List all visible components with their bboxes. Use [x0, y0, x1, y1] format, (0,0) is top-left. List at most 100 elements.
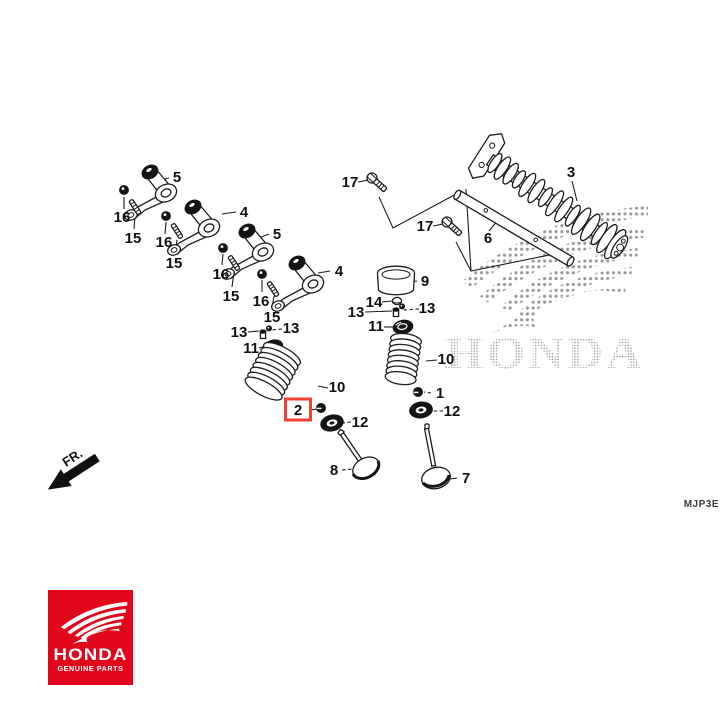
cam-end-cap [610, 235, 629, 259]
pivot-nut-part [257, 269, 267, 279]
callout-10: 10 [329, 379, 346, 396]
leader-line [432, 223, 444, 227]
watermark-wing-icon [461, 206, 648, 337]
callout-10: 10 [438, 351, 455, 368]
callout-12: 12 [444, 403, 461, 420]
callout-15: 15 [264, 309, 281, 326]
flange-bolt-part [364, 170, 390, 195]
callout-13: 13 [419, 300, 436, 317]
callout-14: 14 [366, 294, 383, 311]
callout-12: 12 [352, 414, 369, 431]
callout-8: 8 [330, 462, 338, 479]
logo-brand-text: HONDA [54, 645, 128, 664]
leader-line [317, 385, 329, 389]
highlighted-part-box[interactable] [284, 397, 312, 422]
rocker-shaft-part [453, 189, 575, 267]
intake-valve-part [421, 423, 451, 490]
callout-13: 13 [283, 320, 300, 337]
cam-journal [564, 204, 581, 227]
exhaust-valve-assembly [244, 325, 381, 481]
cam-lobe [527, 178, 546, 204]
callout-7: 7 [462, 470, 470, 487]
callout-16: 16 [213, 266, 230, 283]
cam-lobe [570, 207, 592, 236]
callout-11: 11 [368, 318, 384, 335]
cam-lobe [518, 172, 537, 197]
flange-hole [478, 161, 485, 169]
callout-15: 15 [223, 288, 240, 305]
valve-cotter-part-2 [315, 402, 327, 414]
callout-16: 16 [156, 234, 173, 251]
leader-line [402, 308, 420, 311]
leader-lines [123, 177, 578, 480]
honda-watermark: HONDA [445, 206, 648, 378]
pivot-nut-part [161, 211, 171, 221]
valve-spring-part [244, 341, 302, 401]
callout-6: 6 [484, 230, 492, 247]
rocker-arm-part-5 [122, 161, 181, 223]
honda-logo: HONDA GENUINE PARTS [48, 590, 133, 685]
leader-line [271, 328, 283, 331]
callout-2-highlighted[interactable]: 2 [294, 402, 302, 419]
pivot-nut-part [119, 185, 129, 195]
callout-3: 3 [567, 164, 575, 181]
callout-13: 13 [348, 304, 365, 321]
callout-5: 5 [273, 226, 281, 243]
valve-seal-part [392, 303, 406, 318]
leader-line [381, 300, 393, 303]
leader-line [342, 421, 352, 424]
shaft-end [453, 189, 462, 200]
leader-line [364, 310, 393, 313]
callout-17: 17 [417, 218, 434, 235]
pivot-nut-part [218, 243, 228, 253]
valve-seal-part [259, 325, 273, 340]
callout-11: 11 [243, 340, 259, 357]
cam-lobe [493, 156, 512, 180]
leader-line [247, 330, 260, 333]
shim-part [391, 296, 403, 306]
leader-line [449, 477, 458, 480]
end-hole [613, 250, 619, 256]
leader-line [378, 192, 459, 229]
front-arrow-icon [47, 469, 72, 490]
callout-17: 17 [342, 174, 359, 191]
intake-valve-assembly [376, 265, 451, 490]
shaft-hole [533, 237, 539, 243]
rocker-arm-part-4 [269, 252, 328, 314]
callout-16: 16 [253, 293, 270, 310]
callout-5: 5 [173, 169, 181, 186]
valve-cotter-part-1 [412, 386, 424, 398]
front-arrow-shaft [62, 453, 100, 482]
shaft-hole [483, 208, 489, 213]
callout-4: 4 [335, 263, 344, 280]
leader-line [221, 211, 237, 215]
spring-seat-part [407, 399, 435, 421]
cam-journal [537, 187, 554, 208]
flange-hole [489, 142, 496, 149]
callout-1: 1 [436, 385, 444, 402]
cam-lobe [545, 190, 565, 217]
callout-13: 13 [231, 324, 248, 341]
leader-line [221, 253, 224, 266]
front-direction-indicator: FR. [47, 446, 100, 490]
end-center-hole [616, 243, 625, 252]
logo-tagline-text: GENUINE PARTS [58, 666, 124, 673]
shaft-end [566, 256, 575, 267]
tappet-bucket-part [376, 265, 416, 296]
callout-15: 15 [125, 230, 142, 247]
cam-lobe [502, 162, 520, 185]
leader-line [317, 270, 331, 274]
leader-line [425, 359, 438, 362]
cam-sprocket-flange [467, 132, 506, 179]
cam-lobe [554, 196, 574, 223]
callout-9: 9 [421, 273, 429, 290]
diagram-code: MJP3E [684, 499, 719, 510]
adjusting-screw-part [170, 222, 184, 240]
exhaust-valve-part [337, 428, 381, 481]
cam-journal [511, 170, 527, 189]
leader-line [423, 391, 432, 394]
callout-15: 15 [166, 255, 183, 272]
leader-line [164, 221, 167, 235]
